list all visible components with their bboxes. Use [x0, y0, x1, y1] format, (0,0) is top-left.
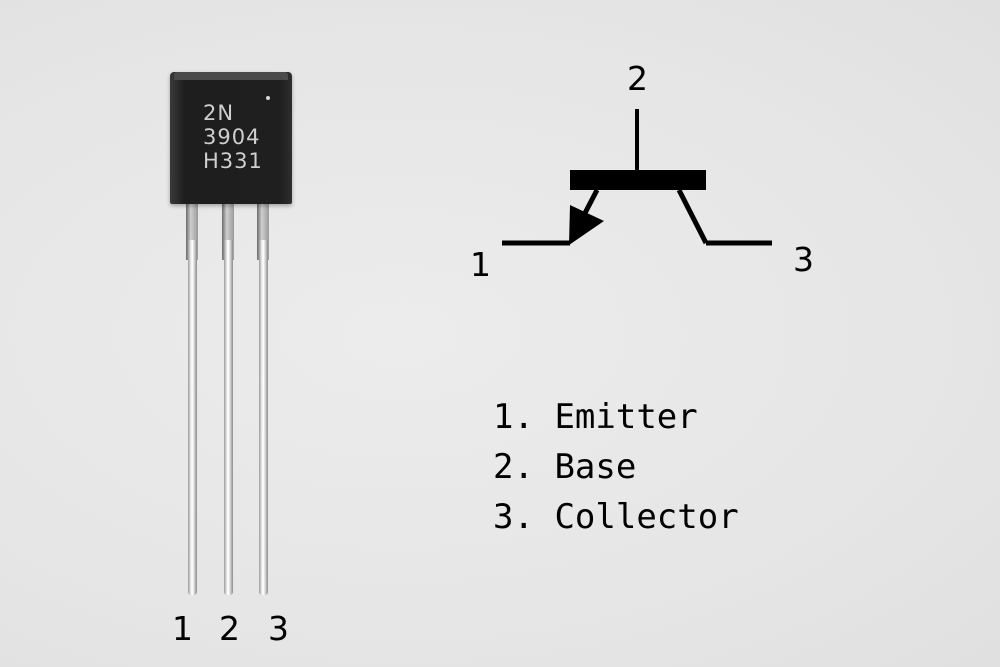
package-dot-marker — [266, 96, 270, 100]
legend-name: Emitter — [554, 397, 698, 437]
package-body — [170, 72, 292, 204]
legend-number: 3. — [493, 497, 534, 537]
legend-item-emitter: 1. Emitter — [493, 392, 739, 442]
lead-1 — [188, 240, 197, 595]
lead-2 — [224, 240, 233, 595]
photo-pin-label-2: 2 — [219, 609, 240, 648]
legend-name: Base — [554, 447, 637, 487]
to92-package: 2N 3904 H331 — [170, 72, 292, 204]
package-top-edge — [174, 72, 288, 80]
marking-line-2: 3904 — [203, 125, 261, 149]
legend-number: 2. — [493, 447, 534, 487]
legend-item-base: 2. Base — [493, 442, 739, 492]
photo-pin-label-3: 3 — [268, 609, 289, 648]
marking-line-1: 2N — [203, 101, 235, 125]
symbol-collector-label: 3 — [793, 240, 814, 279]
pin-legend: 1. Emitter 2. Base 3. Collector — [493, 392, 739, 542]
photo-pin-label-1: 1 — [172, 609, 193, 648]
symbol-emitter-label: 1 — [470, 245, 491, 284]
legend-item-collector: 3. Collector — [493, 492, 739, 542]
lead-3 — [259, 240, 268, 595]
symbol-base-label: 2 — [627, 59, 648, 98]
legend-name: Collector — [554, 497, 739, 537]
marking-line-3: H331 — [203, 149, 263, 173]
legend-number: 1. — [493, 397, 534, 437]
